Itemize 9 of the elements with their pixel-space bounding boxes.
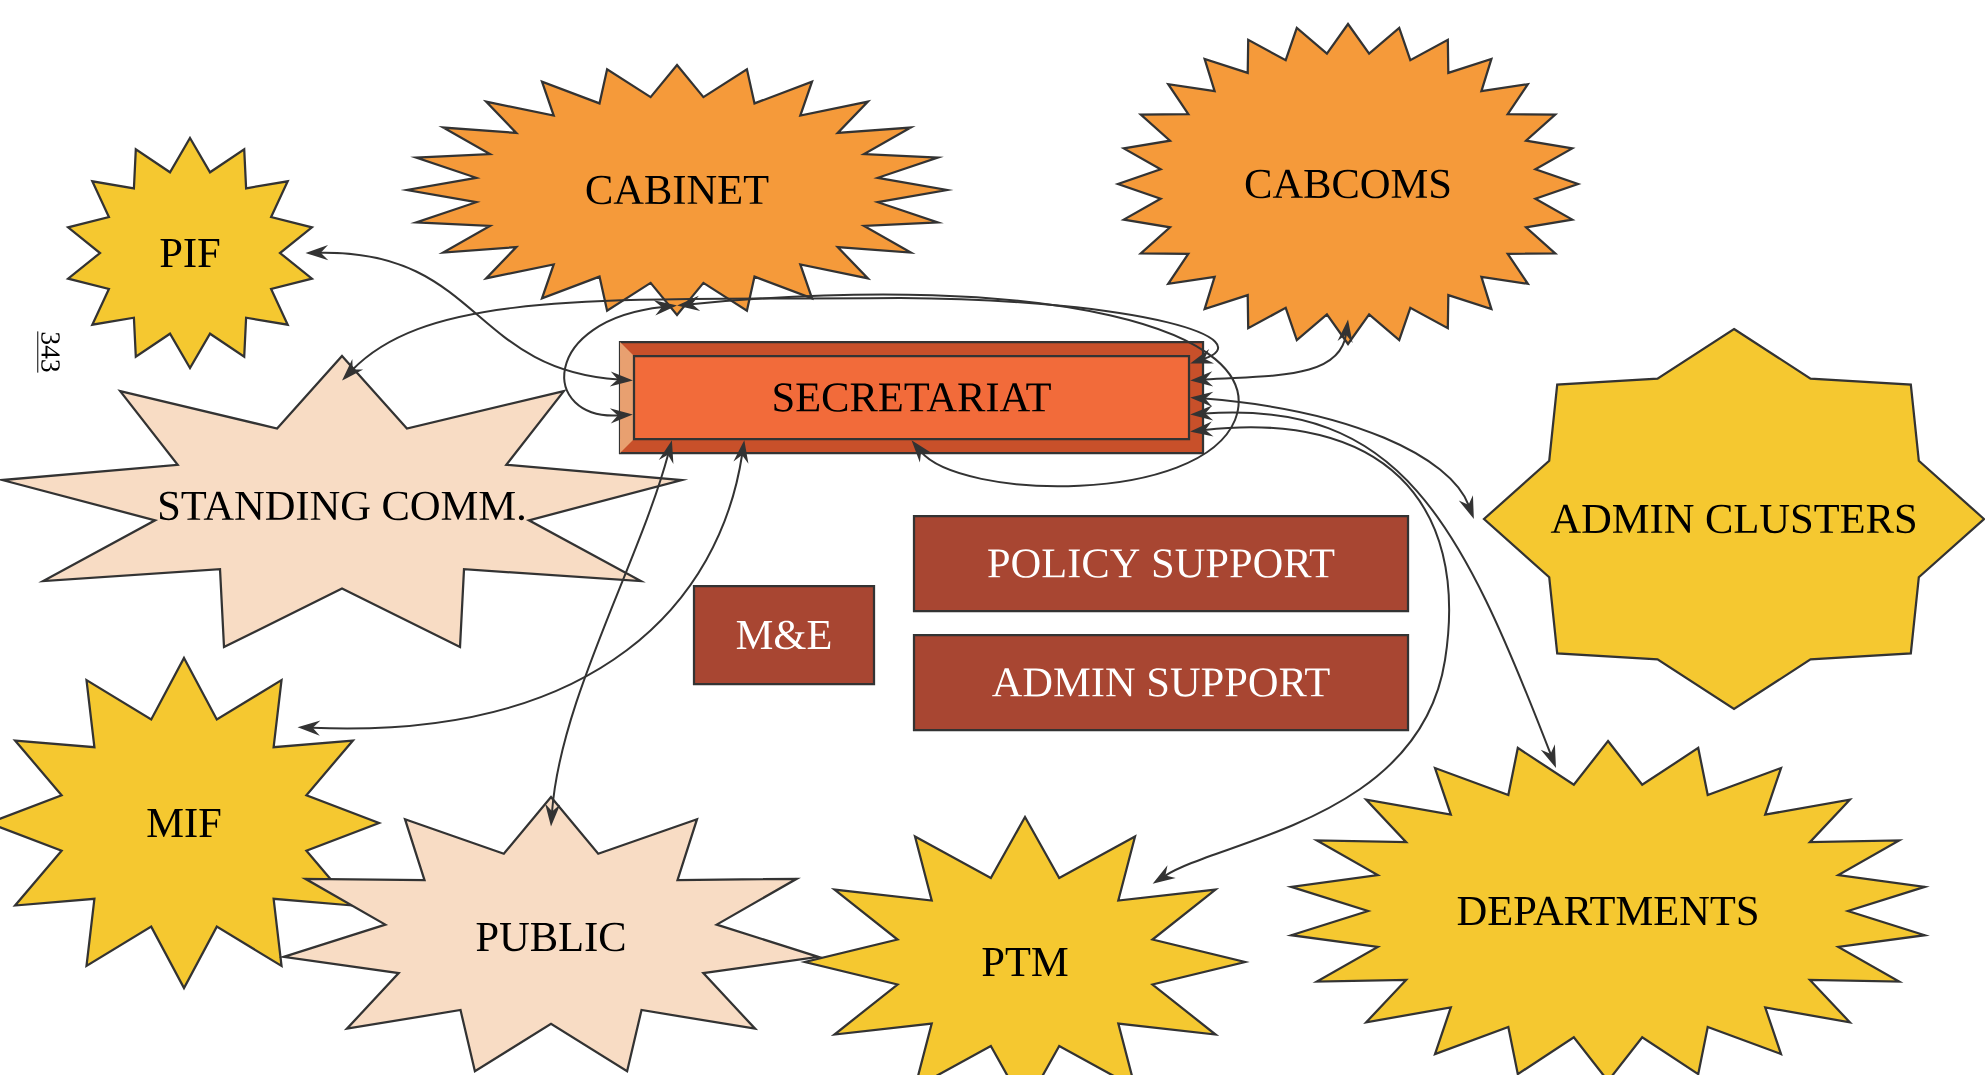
starburst: PUBLIC — [278, 795, 824, 1074]
process-box: M&E — [692, 584, 876, 686]
starburst: ADMIN CLUSTERS — [1482, 327, 1985, 711]
process-box: SECRETARIAT — [618, 340, 1205, 455]
process-box: ADMIN SUPPORT — [912, 633, 1410, 732]
process-box: POLICY SUPPORT — [912, 514, 1410, 613]
starburst: DEPARTMENTS — [1286, 739, 1930, 1075]
starburst: CABCOMS — [1114, 22, 1582, 346]
starburst: CABINET — [400, 63, 954, 317]
